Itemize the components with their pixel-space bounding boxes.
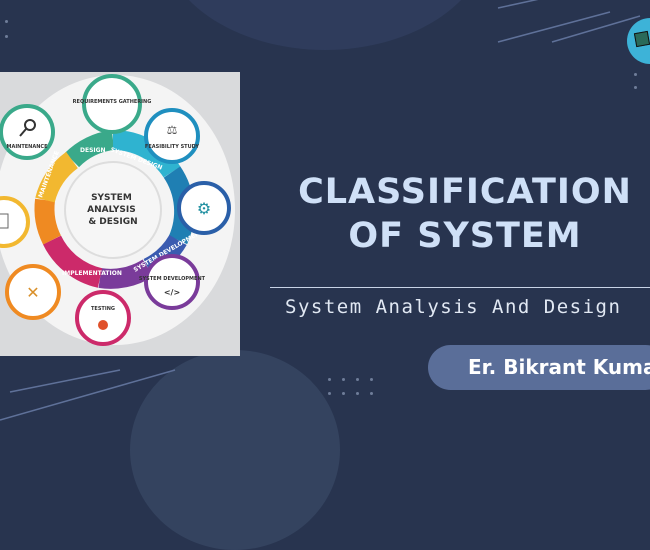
ring-implementation: IMPLEMENTATION [62, 270, 122, 277]
svg-text:SYSTEM ANALYSIS & DESIGN: SYSTEM ANALYSIS & DESIGN [87, 193, 139, 227]
node-feasibility: FEASIBILITY STUDY [145, 144, 200, 150]
sdlc-diagram: SYSTEM ANALYSIS & DESIGN DESIGN SYSTEM D… [0, 72, 240, 356]
scale-icon: ⚖ [167, 123, 178, 137]
logo-icon [633, 30, 650, 48]
magnifier-icon [19, 119, 36, 137]
bug-icon [98, 320, 108, 330]
channel-logo[interactable] [627, 18, 650, 64]
node-testing: TESTING [91, 306, 115, 312]
ring-design: DESIGN [80, 147, 106, 154]
node-maintenance: MAINTENANCE [6, 144, 48, 150]
author-badge: Er. Bikrant Kumar [428, 345, 650, 390]
node-system-development: SYSTEM DEVELOPMENT [139, 276, 206, 282]
code-icon: </> [164, 288, 180, 297]
subtitle: System Analysis And Design [285, 296, 622, 318]
gears-icon: ⚙ [197, 199, 211, 218]
tools-icon: ✕ [26, 283, 39, 302]
divider [270, 287, 650, 288]
decorative-lines [0, 0, 641, 421]
page-title: CLASSIFICATION OF SYSTEM [298, 172, 632, 256]
node-requirements: REQUIREMENTS GATHERING [73, 99, 152, 105]
document-icon [0, 213, 9, 229]
center-line-1: SYSTEM [91, 193, 132, 203]
